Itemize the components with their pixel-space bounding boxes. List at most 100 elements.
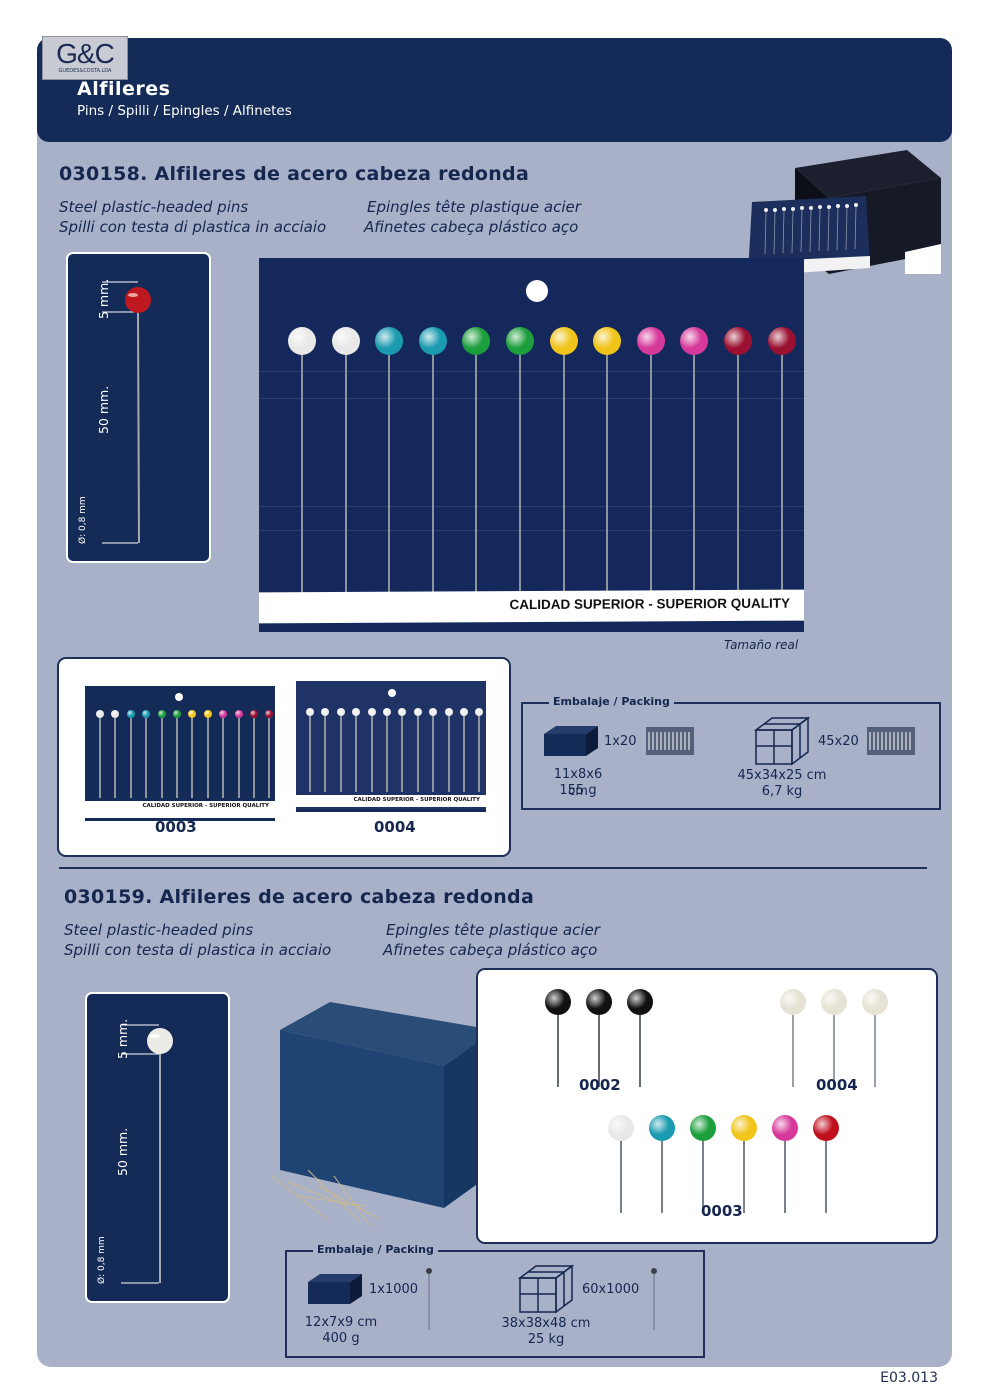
pin-shaft xyxy=(780,355,783,600)
pin-shaft xyxy=(743,1141,745,1213)
pin-head xyxy=(173,710,181,718)
pin-shaft xyxy=(431,355,434,600)
pin-shaft xyxy=(874,1015,876,1087)
head-size-label: 5 mm. xyxy=(115,1018,130,1059)
pin-shaft xyxy=(222,718,225,798)
pin-head xyxy=(545,989,571,1015)
pin-head xyxy=(352,708,361,716)
pin-head xyxy=(306,708,314,716)
pin-shaft xyxy=(370,716,373,792)
size-note: Tamaño real xyxy=(724,638,799,652)
pin-shaft xyxy=(268,718,271,798)
pin-shaft xyxy=(606,355,609,600)
pin-shaft xyxy=(129,718,132,798)
logo-tagline: GUEDES&COSTA.LDA xyxy=(58,68,112,74)
pin-head xyxy=(111,710,120,718)
pin-shaft xyxy=(114,718,117,798)
pin-head xyxy=(157,710,166,718)
pin-shaft xyxy=(416,716,419,792)
pin-shaft xyxy=(191,718,194,798)
pin-shaft xyxy=(620,1141,622,1213)
variants-box: CALIDAD SUPERIOR - SUPERIOR QUALITY 0003… xyxy=(57,657,511,857)
variant-code-0004: 0004 xyxy=(816,1076,858,1094)
pin-head xyxy=(429,708,438,716)
carton-icon xyxy=(754,716,810,766)
length-label: 50 mm. xyxy=(115,1127,130,1176)
pin-head xyxy=(367,708,376,716)
packing-label: Embalaje / Packing xyxy=(549,695,674,708)
product-title-030159: 030159. Alfileres de acero cabeza redond… xyxy=(64,886,535,908)
length-label: 50 mm. xyxy=(96,385,111,434)
unit-qty: 1x1000 xyxy=(369,1282,419,1297)
unit-dims: 11x8x6 cm xyxy=(553,767,603,799)
pin-head xyxy=(636,327,665,355)
carton-weight: 25 kg xyxy=(527,1332,565,1347)
pin-shaft xyxy=(99,718,101,798)
pin-head xyxy=(418,327,447,355)
pin-measurement-card: 5 mm. 50 mm. Ø: 0,8 mm xyxy=(85,992,230,1303)
pin-shaft xyxy=(339,716,342,792)
pin-head xyxy=(375,327,404,355)
pin-shaft xyxy=(253,718,255,798)
pin-shaft xyxy=(825,1141,827,1213)
pin-shaft xyxy=(388,355,391,600)
pin-shaft xyxy=(598,1015,600,1087)
pin-shaft xyxy=(237,718,240,798)
unit-weight: 400 g xyxy=(322,1331,360,1346)
pin-shaft xyxy=(519,355,521,600)
pin-shaft xyxy=(737,355,739,600)
pin-head xyxy=(549,327,578,355)
card-footer-band: CALIDAD SUPERIOR - SUPERIOR QUALITY xyxy=(259,589,804,624)
pin-head xyxy=(460,708,468,716)
unit-weight: 155 g xyxy=(559,783,597,798)
diameter-label: Ø: 0,8 mm xyxy=(97,1236,107,1284)
unit-box-icon xyxy=(544,726,598,756)
pin-head xyxy=(250,710,258,718)
pin-head xyxy=(383,708,391,716)
unit-dims: 12x7x9 cm xyxy=(304,1315,378,1330)
pin-head xyxy=(336,708,345,716)
variant-card-0004: CALIDAD SUPERIOR - SUPERIOR QUALITY xyxy=(296,681,486,809)
pin-shaft xyxy=(478,716,481,792)
pin-head xyxy=(203,710,212,718)
pin-shaft xyxy=(401,716,404,792)
category-subtitle: Pins / Spilli / Epingles / Alfinetes xyxy=(77,103,292,119)
unit-box-icon xyxy=(308,1274,362,1304)
category-title: Alfileres xyxy=(77,78,171,100)
pin-head xyxy=(142,710,151,718)
pin-head xyxy=(96,710,104,718)
carton-qty: 45x20 xyxy=(818,734,859,749)
pin-shaft xyxy=(160,718,163,798)
pin-shaft xyxy=(562,355,565,600)
pin-shaft xyxy=(324,716,327,792)
translation-fr: Epingles tête plastique acier xyxy=(386,921,600,939)
packing-label: Embalaje / Packing xyxy=(313,1243,438,1256)
diameter-label: Ø: 0,8 mm xyxy=(78,496,88,544)
pin-head xyxy=(413,708,422,716)
unit-qty: 1x20 xyxy=(604,734,637,749)
page-code: E03.013 xyxy=(880,1370,938,1386)
pin-head xyxy=(627,989,653,1015)
translation-it: Spilli con testa di plastica in acciaio xyxy=(59,218,327,236)
pin-shaft xyxy=(206,718,209,798)
pin-head xyxy=(724,327,752,355)
pin-head xyxy=(608,1115,634,1141)
pin-measurement-card: 5 mm. 50 mm. Ø: 0,8 mm xyxy=(66,252,211,563)
pin-shaft xyxy=(463,716,465,792)
pin-shaft xyxy=(386,716,388,792)
packing-box xyxy=(521,702,941,810)
variant-code-0002: 0002 xyxy=(579,1076,621,1094)
pin-head xyxy=(821,989,847,1015)
pin-head xyxy=(444,708,453,716)
translation-en: Steel plastic-headed pins xyxy=(59,198,249,216)
variant-code-0003: 0003 xyxy=(701,1202,743,1220)
translation-it: Spilli con testa di plastica in acciaio xyxy=(64,941,332,959)
mini-card-icon xyxy=(646,727,694,755)
pin-head xyxy=(398,708,407,716)
pin-head xyxy=(331,327,360,355)
pin-shaft xyxy=(309,716,311,792)
pin-shaft xyxy=(784,1141,786,1213)
pin-head xyxy=(586,989,612,1015)
pin-shaft xyxy=(432,716,435,792)
pin-head xyxy=(219,710,228,718)
